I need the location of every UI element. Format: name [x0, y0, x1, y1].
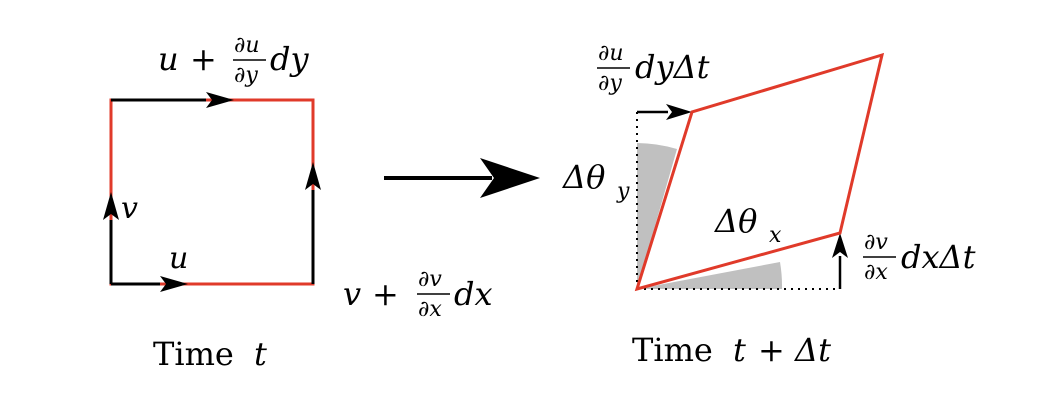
angle-y-label: Δθ y [561, 158, 630, 204]
right-label-op: + [372, 275, 399, 313]
top-label-op: + [190, 40, 217, 78]
angle-x-delta: Δθ [713, 202, 757, 240]
left-edge-label: v [121, 191, 138, 226]
angle-y-sub: y [616, 179, 630, 204]
right-displacement-label: ∂v ∂x dxΔt [863, 230, 976, 285]
left-velocity-arrow [103, 192, 119, 284]
angle-x-sub: x [769, 223, 782, 248]
bottom-edge-label: u [169, 241, 188, 276]
left-caption-word: Time [153, 335, 234, 373]
top-displacement-arrow [637, 104, 692, 120]
fluid-element-square [109, 98, 315, 286]
deformed-fluid-element [634, 52, 885, 292]
top-disp-num: ∂u [598, 41, 624, 66]
angle-x-label: Δθ x [713, 202, 782, 248]
right-caption-var: t [733, 331, 746, 369]
right-disp-den: ∂x [864, 260, 888, 285]
right-velocity-arrow [305, 162, 321, 284]
right-label-den: ∂x [418, 297, 442, 322]
bottom-velocity-arrow [111, 276, 188, 292]
left-caption-var: t [254, 335, 267, 373]
top-disp-tail: dyΔt [635, 48, 710, 86]
angle-x-wedge [637, 262, 783, 289]
angle-y-delta: Δθ [561, 158, 605, 196]
right-label-tail: dx [454, 275, 493, 313]
top-edge-label: u + ∂u ∂y dy [158, 33, 309, 88]
right-disp-num: ∂v [864, 230, 888, 255]
top-label-base: u [158, 40, 179, 78]
left-panel: u + ∂u ∂y dy v u v + ∂v ∂x dx Time t [103, 33, 493, 373]
right-disp-tail: dxΔt [901, 238, 976, 276]
top-velocity-arrow [111, 92, 234, 108]
top-label-den: ∂y [234, 63, 258, 88]
right-displacement-arrow [832, 233, 848, 289]
top-label-tail: dy [270, 40, 309, 78]
right-caption: Time t + Δt [632, 331, 831, 369]
right-caption-word: Time [632, 331, 713, 369]
right-caption-tail: Δt [793, 331, 831, 369]
right-panel: ∂u ∂y dyΔt Δθ y Δθ x ∂v ∂x dxΔt Time t +… [561, 41, 976, 369]
right-caption-op: + [758, 331, 785, 369]
top-displacement-label: ∂u ∂y dyΔt [597, 41, 710, 96]
right-label-num: ∂v [418, 267, 442, 292]
right-label-base: v [343, 275, 361, 313]
transition-arrow [384, 158, 540, 198]
top-label-num: ∂u [234, 33, 260, 58]
right-edge-label: v + ∂v ∂x dx [343, 267, 493, 322]
top-disp-den: ∂y [598, 71, 622, 96]
left-caption: Time t [153, 335, 267, 373]
